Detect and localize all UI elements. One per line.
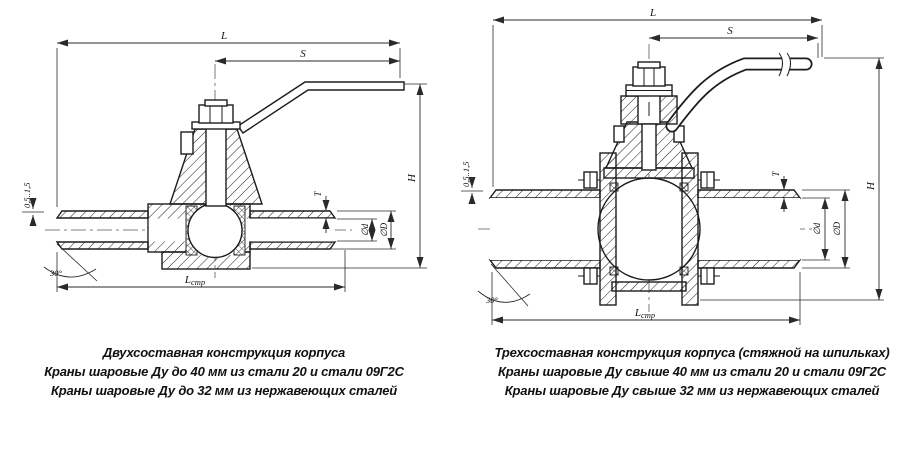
right-valve-hex-nut-facets (643, 67, 655, 86)
right-build-length-sub: стр (641, 310, 655, 320)
right-dim-label-weld-edge-gap: 0,5..1,5 (461, 162, 471, 188)
left-dim-label-height: H (406, 173, 418, 183)
right-dim-label-build-length: Lстр (634, 307, 655, 320)
left-valve-stem (205, 125, 227, 207)
right-dimensions: L S H T ∅d ∅D (461, 7, 884, 325)
left-build-length-main: L (184, 274, 191, 286)
left-dim-label-wall-thickness: T (313, 191, 323, 197)
left-caption-line-2: Краны шаровые Ду до 40 мм из стали 20 и … (44, 364, 404, 379)
right-caption-line-3: Краны шаровые Ду свыше 32 мм из нержавею… (504, 383, 880, 398)
left-dimensions: L S H T ∅d ∅D Lст (22, 30, 427, 292)
left-valve-drawing: L S H T ∅d ∅D Lст (22, 30, 427, 292)
right-valve-bonnet-tab-left (613, 125, 625, 143)
right-dim-label-wall-thickness: T (771, 171, 781, 177)
left-dim-label-weld-edge-gap: 0,5..1,5 (22, 183, 32, 209)
right-dim-label-height: H (865, 181, 877, 191)
right-dim-label-bore-diameter: ∅d (812, 222, 822, 235)
left-dim-label-length: L (220, 30, 227, 42)
right-valve-flange-right (681, 152, 699, 306)
right-dim-label-chamfer-angle: 30° (485, 295, 499, 305)
left-build-length-sub: стр (191, 277, 205, 287)
right-valve-flange-left (599, 152, 617, 306)
left-valve-handle (237, 81, 405, 134)
right-valve-drawing: L S H T ∅d ∅D (461, 7, 884, 325)
right-dim-label-outer-diameter: ∅D (832, 221, 842, 236)
handle-break-mark (779, 49, 790, 78)
left-valve-stop-pin (180, 131, 194, 155)
right-caption-line-2: Краны шаровые Ду свыше 40 мм из стали 20… (498, 364, 886, 379)
left-dim-label-handle-span: S (300, 48, 306, 60)
right-valve-hex-nut (632, 66, 666, 87)
left-valve-nut-cap (204, 99, 228, 107)
left-caption: Двухсоставная конструкция корпуса Краны … (28, 343, 420, 400)
left-dim-label-build-length: Lстр (184, 274, 205, 287)
right-dim-label-length: L (649, 7, 656, 19)
left-dim-label-outer-diameter: ∅D (379, 222, 389, 237)
right-caption-line-1: Трехсоставная конструкция корпуса (стяжн… (494, 345, 890, 360)
right-valve-studs (578, 171, 720, 285)
right-valve-bottom-plate (611, 281, 687, 292)
left-valve-ball (187, 202, 243, 259)
right-valve-handle (665, 49, 813, 133)
right-build-length-main: L (634, 307, 641, 319)
left-dim-label-bore-diameter: ∅d (360, 223, 370, 236)
left-caption-line-3: Краны шаровые Ду до 32 мм из нержавеющих… (50, 383, 398, 398)
right-valve-nut-cap (637, 61, 661, 69)
right-valve-geometry (478, 44, 813, 312)
right-valve-stem (641, 123, 657, 171)
left-valve-pipe-left (55, 210, 149, 250)
left-valve-hex-nut (198, 104, 234, 124)
left-valve-geometry (45, 64, 405, 278)
left-caption-line-1: Двухсоставная конструкция корпуса (102, 345, 346, 360)
right-valve-pipe-left (488, 189, 601, 269)
left-valve-hex-nut-facets (209, 105, 223, 123)
left-dim-label-chamfer-angle: 30° (49, 268, 63, 278)
right-dim-label-handle-span: S (727, 25, 733, 37)
right-caption: Трехсоставная конструкция корпуса (стяжн… (474, 343, 910, 400)
